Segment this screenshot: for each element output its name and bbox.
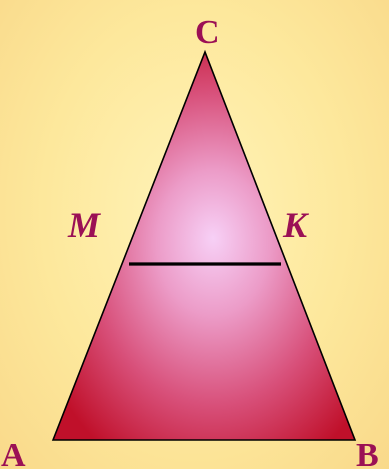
- triangle-abc: [51, 49, 357, 441]
- vertex-label-c: C: [195, 14, 220, 51]
- point-label-k: K: [282, 205, 310, 245]
- vertex-label-a: A: [1, 437, 26, 469]
- vertex-label-b: B: [356, 437, 379, 469]
- point-label-m: M: [67, 205, 102, 245]
